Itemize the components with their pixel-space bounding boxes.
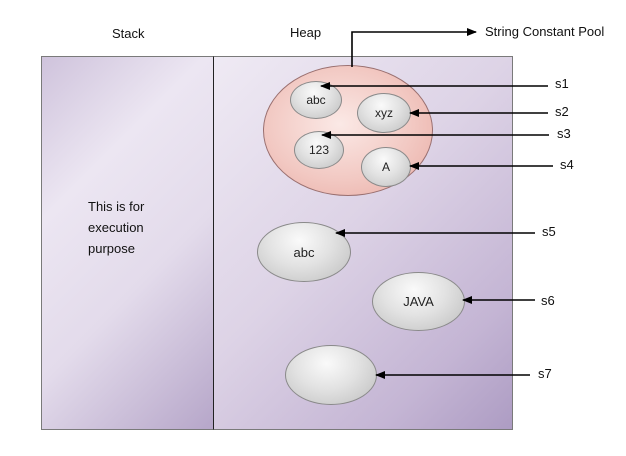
heap-object-empty — [285, 345, 377, 405]
pool-object-a: A — [361, 147, 411, 187]
pool-object-123: 123 — [294, 131, 344, 169]
heap-title: Heap — [290, 25, 322, 40]
stack-description-line: execution — [88, 220, 144, 235]
stack-description-line: purpose — [88, 241, 135, 256]
pool-object-xyz: xyz — [357, 93, 411, 133]
reference-s7: s7 — [538, 366, 552, 381]
pool-object-abc: abc — [290, 81, 342, 119]
stack-region — [41, 56, 214, 430]
reference-s3: s3 — [557, 126, 571, 141]
reference-s4: s4 — [560, 157, 574, 172]
heap-object-java: JAVA — [372, 272, 465, 331]
reference-s1: s1 — [555, 76, 569, 91]
stack-description-line: This is for — [88, 199, 145, 214]
stack-description: This is for execution purpose — [88, 196, 198, 259]
stack-title: Stack — [112, 26, 145, 41]
pool-pointer-arrow — [351, 28, 477, 67]
reference-s2: s2 — [555, 104, 569, 119]
reference-s5: s5 — [542, 224, 556, 239]
reference-s6: s6 — [541, 293, 555, 308]
string-constant-pool-title: String Constant Pool — [485, 24, 605, 39]
